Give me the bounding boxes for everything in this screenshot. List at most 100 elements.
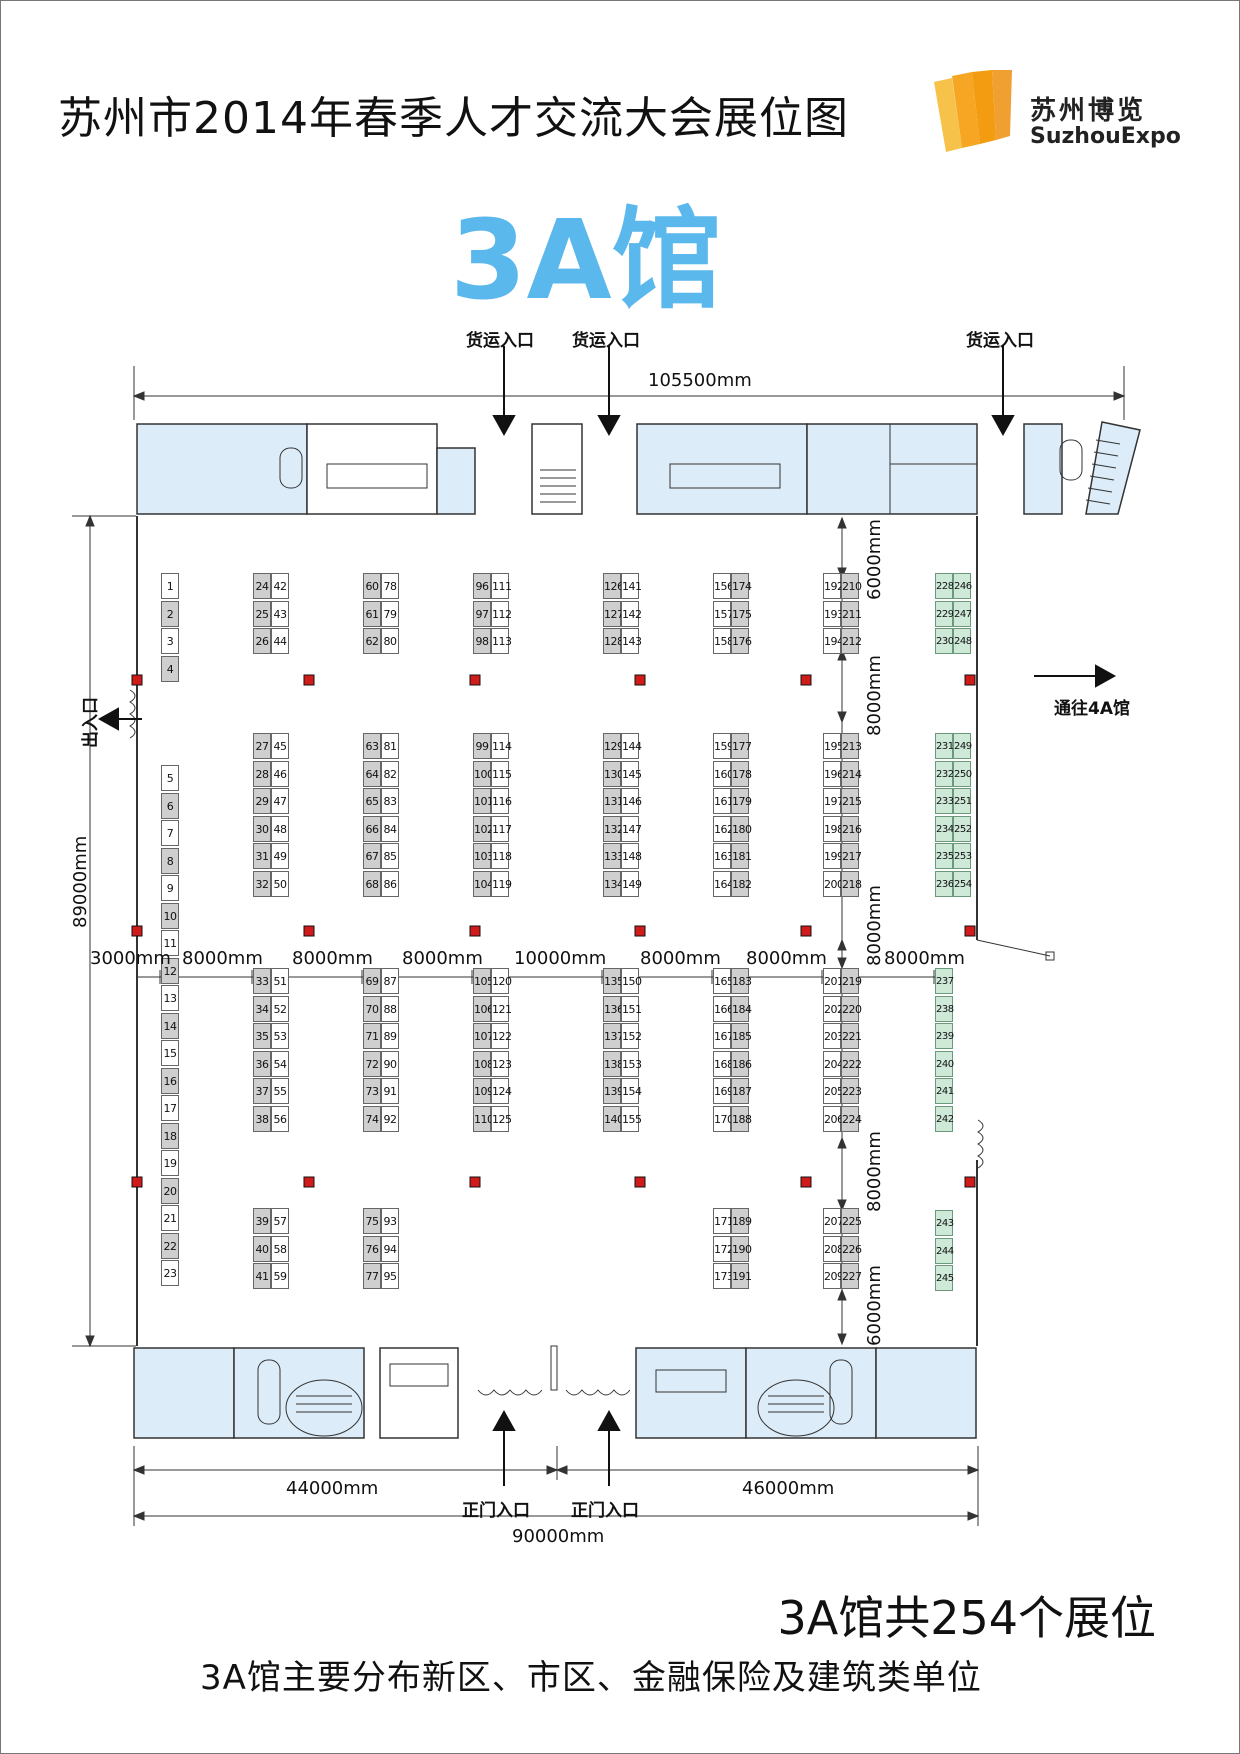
booth-118[interactable]: 118: [491, 843, 512, 869]
booth-47[interactable]: 47: [271, 788, 289, 814]
booth-150[interactable]: 150: [621, 968, 642, 994]
booth-214[interactable]: 214: [841, 761, 862, 787]
booth-152[interactable]: 152: [621, 1023, 642, 1049]
booth-226[interactable]: 226: [841, 1236, 862, 1262]
booth-210[interactable]: 210: [841, 573, 862, 599]
booth-225[interactable]: 225: [841, 1208, 862, 1234]
booth-201[interactable]: 201: [823, 968, 844, 994]
booth-128[interactable]: 128: [603, 628, 624, 654]
booth-37[interactable]: 37: [253, 1078, 271, 1104]
booth-231[interactable]: 231: [935, 733, 954, 759]
booth-5[interactable]: 5: [161, 765, 179, 791]
booth-215[interactable]: 215: [841, 788, 862, 814]
booth-163[interactable]: 163: [713, 843, 734, 869]
booth-211[interactable]: 211: [841, 601, 862, 627]
booth-189[interactable]: 189: [731, 1208, 752, 1234]
booth-79[interactable]: 79: [381, 601, 399, 627]
booth-99[interactable]: 99: [473, 733, 491, 759]
booth-209[interactable]: 209: [823, 1263, 844, 1289]
booth-119[interactable]: 119: [491, 871, 512, 897]
booth-32[interactable]: 32: [253, 871, 271, 897]
booth-172[interactable]: 172: [713, 1236, 734, 1262]
booth-87[interactable]: 87: [381, 968, 399, 994]
booth-68[interactable]: 68: [363, 871, 381, 897]
booth-230[interactable]: 230: [935, 628, 954, 654]
booth-247[interactable]: 247: [953, 601, 972, 627]
booth-157[interactable]: 157: [713, 601, 734, 627]
booth-183[interactable]: 183: [731, 968, 752, 994]
booth-115[interactable]: 115: [491, 761, 512, 787]
booth-40[interactable]: 40: [253, 1236, 271, 1262]
booth-109[interactable]: 109: [473, 1078, 494, 1104]
booth-178[interactable]: 178: [731, 761, 752, 787]
booth-57[interactable]: 57: [271, 1208, 289, 1234]
booth-251[interactable]: 251: [953, 788, 972, 814]
booth-139[interactable]: 139: [603, 1078, 624, 1104]
booth-81[interactable]: 81: [381, 733, 399, 759]
booth-89[interactable]: 89: [381, 1023, 399, 1049]
booth-145[interactable]: 145: [621, 761, 642, 787]
booth-149[interactable]: 149: [621, 871, 642, 897]
booth-234[interactable]: 234: [935, 816, 954, 842]
booth-241[interactable]: 241: [935, 1078, 954, 1104]
booth-195[interactable]: 195: [823, 733, 844, 759]
booth-136[interactable]: 136: [603, 996, 624, 1022]
booth-193[interactable]: 193: [823, 601, 844, 627]
booth-28[interactable]: 28: [253, 761, 271, 787]
booth-154[interactable]: 154: [621, 1078, 642, 1104]
booth-50[interactable]: 50: [271, 871, 289, 897]
booth-121[interactable]: 121: [491, 996, 512, 1022]
booth-111[interactable]: 111: [491, 573, 512, 599]
booth-122[interactable]: 122: [491, 1023, 512, 1049]
booth-56[interactable]: 56: [271, 1106, 289, 1132]
booth-52[interactable]: 52: [271, 996, 289, 1022]
booth-148[interactable]: 148: [621, 843, 642, 869]
booth-62[interactable]: 62: [363, 628, 381, 654]
booth-146[interactable]: 146: [621, 788, 642, 814]
booth-161[interactable]: 161: [713, 788, 734, 814]
booth-126[interactable]: 126: [603, 573, 624, 599]
booth-46[interactable]: 46: [271, 761, 289, 787]
booth-160[interactable]: 160: [713, 761, 734, 787]
booth-132[interactable]: 132: [603, 816, 624, 842]
booth-200[interactable]: 200: [823, 871, 844, 897]
booth-44[interactable]: 44: [271, 628, 289, 654]
booth-165[interactable]: 165: [713, 968, 734, 994]
booth-186[interactable]: 186: [731, 1051, 752, 1077]
booth-246[interactable]: 246: [953, 573, 972, 599]
booth-232[interactable]: 232: [935, 761, 954, 787]
booth-15[interactable]: 15: [161, 1040, 179, 1066]
booth-12[interactable]: 12: [161, 958, 179, 984]
booth-185[interactable]: 185: [731, 1023, 752, 1049]
booth-170[interactable]: 170: [713, 1106, 734, 1132]
booth-123[interactable]: 123: [491, 1051, 512, 1077]
booth-103[interactable]: 103: [473, 843, 494, 869]
booth-9[interactable]: 9: [161, 875, 179, 901]
booth-106[interactable]: 106: [473, 996, 494, 1022]
booth-169[interactable]: 169: [713, 1078, 734, 1104]
booth-116[interactable]: 116: [491, 788, 512, 814]
booth-228[interactable]: 228: [935, 573, 954, 599]
booth-70[interactable]: 70: [363, 996, 381, 1022]
booth-196[interactable]: 196: [823, 761, 844, 787]
booth-6[interactable]: 6: [161, 793, 179, 819]
booth-64[interactable]: 64: [363, 761, 381, 787]
booth-124[interactable]: 124: [491, 1078, 512, 1104]
booth-19[interactable]: 19: [161, 1150, 179, 1176]
booth-71[interactable]: 71: [363, 1023, 381, 1049]
booth-97[interactable]: 97: [473, 601, 491, 627]
booth-168[interactable]: 168: [713, 1051, 734, 1077]
booth-133[interactable]: 133: [603, 843, 624, 869]
booth-73[interactable]: 73: [363, 1078, 381, 1104]
booth-48[interactable]: 48: [271, 816, 289, 842]
booth-45[interactable]: 45: [271, 733, 289, 759]
booth-24[interactable]: 24: [253, 573, 271, 599]
booth-49[interactable]: 49: [271, 843, 289, 869]
booth-101[interactable]: 101: [473, 788, 494, 814]
booth-54[interactable]: 54: [271, 1051, 289, 1077]
booth-253[interactable]: 253: [953, 843, 972, 869]
booth-182[interactable]: 182: [731, 871, 752, 897]
booth-69[interactable]: 69: [363, 968, 381, 994]
booth-242[interactable]: 242: [935, 1106, 954, 1132]
booth-42[interactable]: 42: [271, 573, 289, 599]
